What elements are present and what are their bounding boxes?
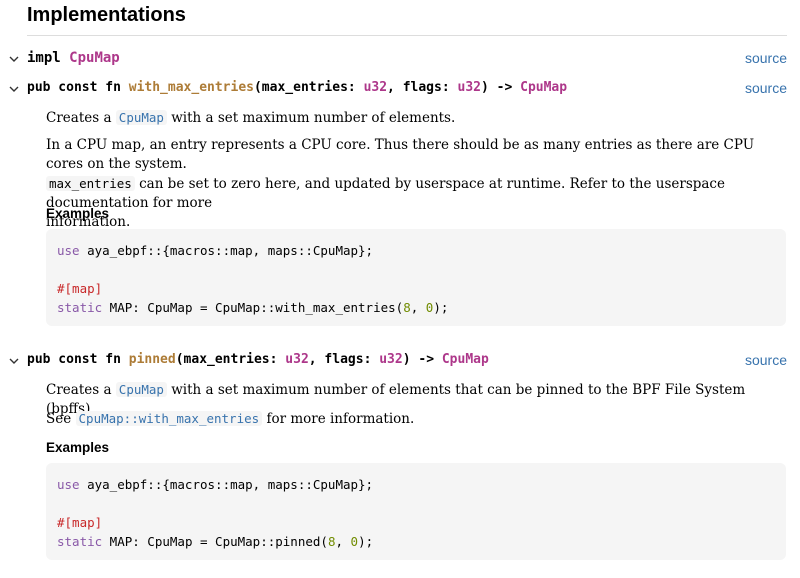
type-link[interactable]: u32 — [363, 80, 388, 95]
type-link[interactable]: u32 — [457, 80, 481, 95]
sig-arg: (max_entries: — [253, 80, 364, 95]
with-max-entries-link[interactable]: CpuMap::with_max_entries — [75, 411, 263, 426]
example-code-block: use aya_ebpf::{macros::map, maps::CpuMap… — [46, 229, 786, 326]
cpumap-link[interactable]: CpuMap — [115, 110, 167, 125]
sig-prefix: pub const fn — [27, 352, 129, 367]
code-text: , — [410, 300, 426, 315]
desc-text: can be set to zero here, and updated by … — [46, 176, 725, 211]
chevron-down-icon — [9, 86, 19, 92]
type-link[interactable]: u32 — [379, 352, 403, 367]
method-source-link[interactable]: source — [744, 80, 787, 96]
code-text: , — [335, 534, 351, 549]
method-details: In a CPU map, an entry represents a CPU … — [46, 136, 786, 232]
type-link[interactable]: u32 — [285, 352, 309, 367]
sig-arg: , flags: — [387, 80, 458, 95]
code-text: aya_ebpf::{macros::map, maps::CpuMap}; — [79, 243, 374, 258]
impl-header: impl CpuMap — [27, 50, 120, 66]
sig-arrow: ) -> — [480, 80, 521, 95]
code-text: MAP: CpuMap = CpuMap::pinned( — [102, 534, 328, 549]
desc-text: See — [46, 411, 76, 427]
collapse-toggle-impl[interactable] — [8, 53, 20, 65]
return-type-link[interactable]: CpuMap — [520, 80, 568, 95]
sig-arrow: ) -> — [402, 352, 442, 367]
code-text: ); — [358, 534, 374, 549]
code-text: ); — [433, 300, 449, 315]
chevron-down-icon — [9, 56, 19, 62]
code-keyword: use — [57, 477, 80, 492]
impl-source-link[interactable]: source — [744, 50, 787, 66]
code-text: MAP: CpuMap = CpuMap::with_max_entries( — [102, 300, 404, 315]
method-signature-with-max-entries: pub const fn with_max_entries(max_entrie… — [27, 80, 567, 95]
max-entries-code: max_entries — [46, 176, 135, 191]
code-attribute: #[map] — [57, 281, 103, 296]
code-keyword: use — [57, 243, 80, 258]
method-see-also: See CpuMap::with_max_entries for more in… — [46, 409, 786, 429]
return-type-link[interactable]: CpuMap — [441, 352, 489, 367]
example-code-block: use aya_ebpf::{macros::map, maps::CpuMap… — [46, 463, 786, 560]
cpumap-link[interactable]: CpuMap — [115, 382, 167, 397]
code-number: 8 — [403, 300, 411, 315]
impl-keyword: impl — [27, 50, 61, 66]
code-keyword: static — [57, 300, 103, 315]
desc-line: In a CPU map, an entry represents a CPU … — [46, 137, 755, 172]
page-title: Implementations — [27, 4, 186, 26]
desc-text: Creates a — [46, 110, 116, 126]
method-signature-pinned: pub const fn pinned(max_entries: u32, fl… — [27, 352, 489, 367]
desc-text: for more information. — [262, 411, 415, 427]
title-divider — [27, 35, 787, 36]
desc-line: information. — [46, 214, 131, 230]
sig-prefix: pub const fn — [27, 80, 129, 95]
code-number: 0 — [350, 534, 359, 549]
code-number: 0 — [425, 300, 434, 315]
sig-arg: (max_entries: — [175, 352, 286, 367]
collapse-toggle-pinned[interactable] — [8, 355, 20, 367]
examples-heading: Examples — [46, 440, 110, 455]
method-source-link[interactable]: source — [744, 352, 787, 368]
fn-name-link[interactable]: with_max_entries — [128, 80, 254, 95]
fn-name-link[interactable]: pinned — [128, 352, 176, 367]
desc-text: Creates a — [46, 382, 116, 398]
examples-heading: Examples — [46, 206, 110, 221]
code-keyword: static — [57, 534, 103, 549]
chevron-down-icon — [9, 358, 19, 364]
sig-arg: , flags: — [308, 352, 380, 367]
desc-text: with a set maximum number of elements. — [166, 110, 456, 126]
collapse-toggle-with-max-entries[interactable] — [8, 83, 20, 95]
code-number: 8 — [327, 534, 336, 549]
code-attribute: #[map] — [57, 515, 103, 530]
method-description: Creates a CpuMap with a set maximum numb… — [46, 108, 786, 128]
impl-type-link[interactable]: CpuMap — [69, 50, 120, 66]
code-text: aya_ebpf::{macros::map, maps::CpuMap}; — [79, 477, 374, 492]
